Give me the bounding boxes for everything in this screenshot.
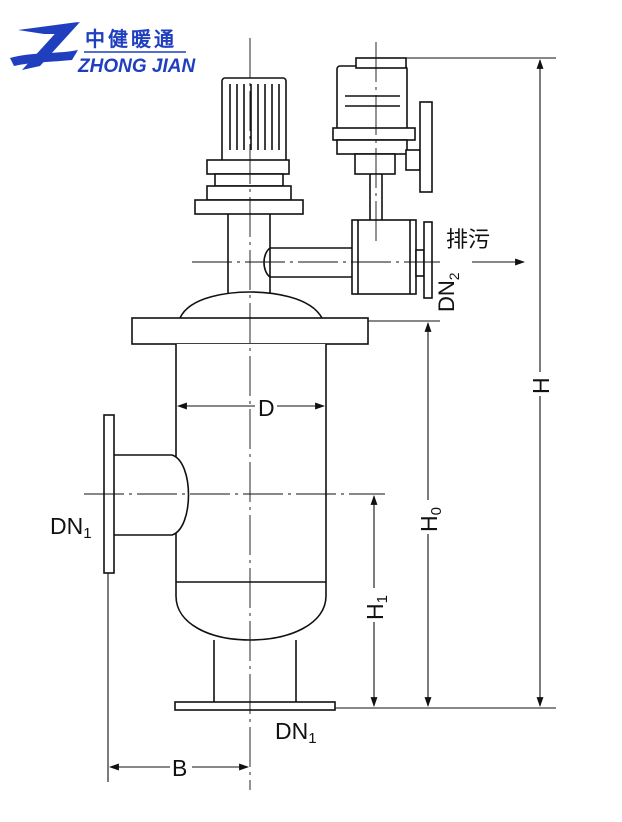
drain-valve-icon <box>351 219 433 299</box>
logo-mark-icon <box>10 22 80 70</box>
logo-en-text: ZHONG JIAN <box>77 56 196 77</box>
h0-label-group: H0 <box>416 500 445 534</box>
drain-label: 排污 <box>446 228 490 253</box>
h1-label-sub: 1 <box>374 595 391 603</box>
h1-label-group: H1 <box>362 588 391 622</box>
centerlines <box>84 38 440 790</box>
valve-actuator-icon <box>332 57 433 220</box>
dn1-left-main: DN <box>50 513 83 539</box>
h0-label-sub: 0 <box>428 507 445 515</box>
dn2-label: DN2 <box>434 272 462 312</box>
b-label-group: B <box>170 754 192 781</box>
filter-body <box>103 57 433 711</box>
h0-label: H0 <box>416 507 445 532</box>
d-label-group: D <box>255 393 277 421</box>
h1-label-main: H <box>362 603 388 620</box>
h1-label: H1 <box>362 595 391 620</box>
d-label: D <box>258 395 275 421</box>
h0-label-main: H <box>416 515 442 532</box>
logo-cn-text: 中健暖通 <box>85 27 177 51</box>
dn1-left-sub: 1 <box>83 525 91 542</box>
dn1-bottom-label: DN1 <box>275 718 317 747</box>
dn1-bottom-main: DN <box>275 718 308 744</box>
h-label: H <box>528 377 554 394</box>
dn2-label-sub: 2 <box>446 272 462 280</box>
dn2-label-main: DN <box>434 280 459 312</box>
dn1-bottom-sub: 1 <box>308 730 316 747</box>
motor-icon <box>194 77 304 215</box>
dn1-left-label: DN1 <box>50 513 92 542</box>
company-logo: 中健暖通 ZHONG JIAN <box>10 22 196 77</box>
b-label: B <box>172 755 187 781</box>
h-label-group: H <box>528 372 554 396</box>
